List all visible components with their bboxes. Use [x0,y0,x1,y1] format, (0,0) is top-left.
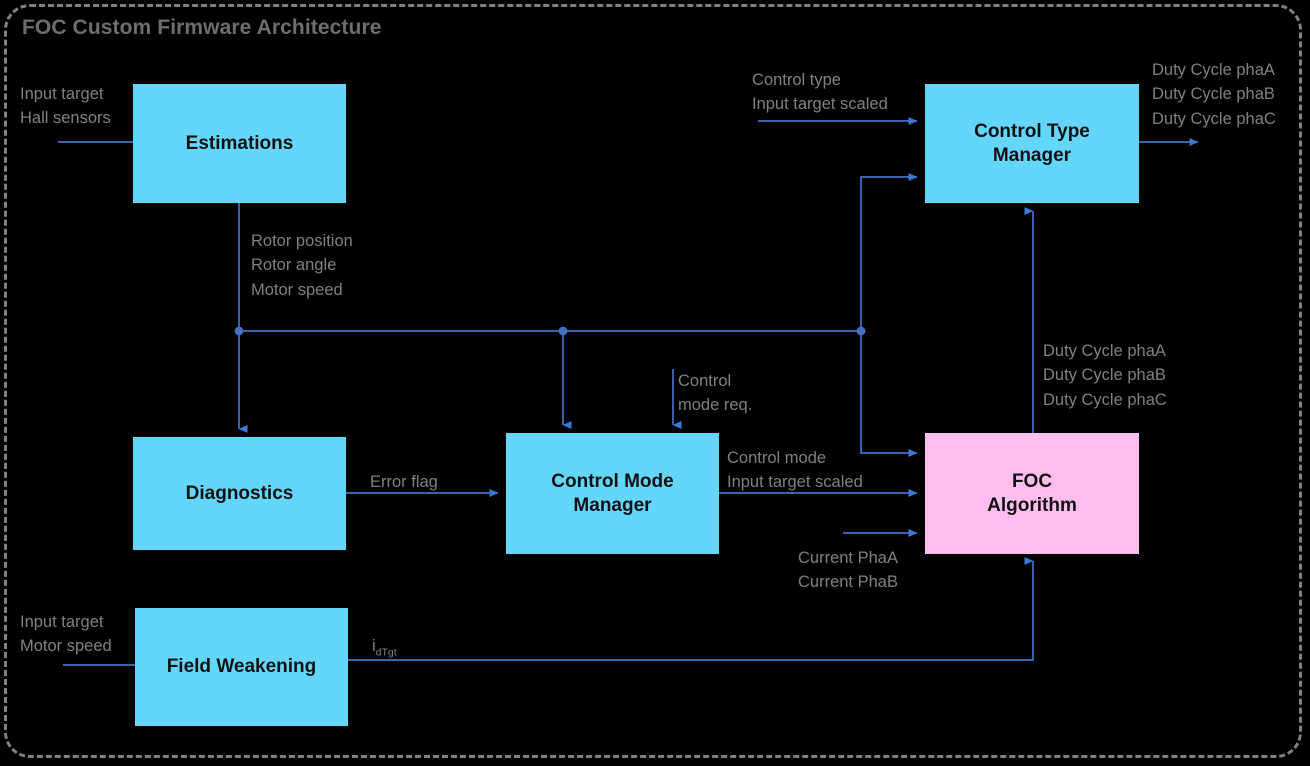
label-estimations-input: Input target Hall sensors [20,85,111,128]
block-field-weakening[interactable]: Field Weakening [135,608,348,726]
label-duty-cycle-feedback: Duty Cycle phaA Duty Cycle phaB Duty Cyc… [1043,342,1167,409]
label-field-weakening-output: idTgt [372,634,397,661]
label-control-mode-output: Control mode Input target scaled [727,449,863,492]
block-diagnostics[interactable]: Diagnostics [133,437,346,550]
wire-bus-to-control-type [860,173,918,331]
page-title: FOC Custom Firmware Architecture [22,16,382,39]
label-control-type-output: Duty Cycle phaA Duty Cycle phaB Duty Cyc… [1152,61,1276,128]
junction-dot [558,326,568,336]
label-field-weakening-input: Input target Motor speed [20,613,112,656]
label-control-type-input: Control type Input target scaled [752,71,888,114]
block-field-weakening-label: Field Weakening [166,656,317,678]
label-estimations-output: Rotor position Rotor angle Motor speed [251,232,353,299]
block-control-mode-manager-label: Control Mode Manager [551,470,674,516]
label-idtgt-subscript: dTgt [375,646,397,659]
label-idtgt-base: i [372,637,376,655]
wire-junction-dots [234,326,866,336]
label-current-phase: Current PhaA Current PhaB [798,549,898,592]
block-foc-algorithm[interactable]: FOC Algorithm [925,433,1139,554]
block-diagnostics-label: Diagnostics [185,482,294,504]
block-estimations[interactable]: Estimations [133,84,346,203]
wire-field-weakening-to-foc [348,557,1034,661]
label-error-flag: Error flag [370,473,438,491]
label-control-mode-req: Control mode req. [678,372,753,415]
block-control-mode-manager[interactable]: Control Mode Manager [506,433,719,554]
junction-dot [856,326,866,336]
block-control-type-manager[interactable]: Control Type Manager [925,84,1139,203]
junction-dot [234,326,244,336]
block-control-type-manager-label: Control Type Manager [974,120,1090,166]
wire-bus-to-foc [860,331,918,457]
block-estimations-label: Estimations [185,132,294,154]
block-foc-algorithm-label: FOC Algorithm [987,470,1077,516]
